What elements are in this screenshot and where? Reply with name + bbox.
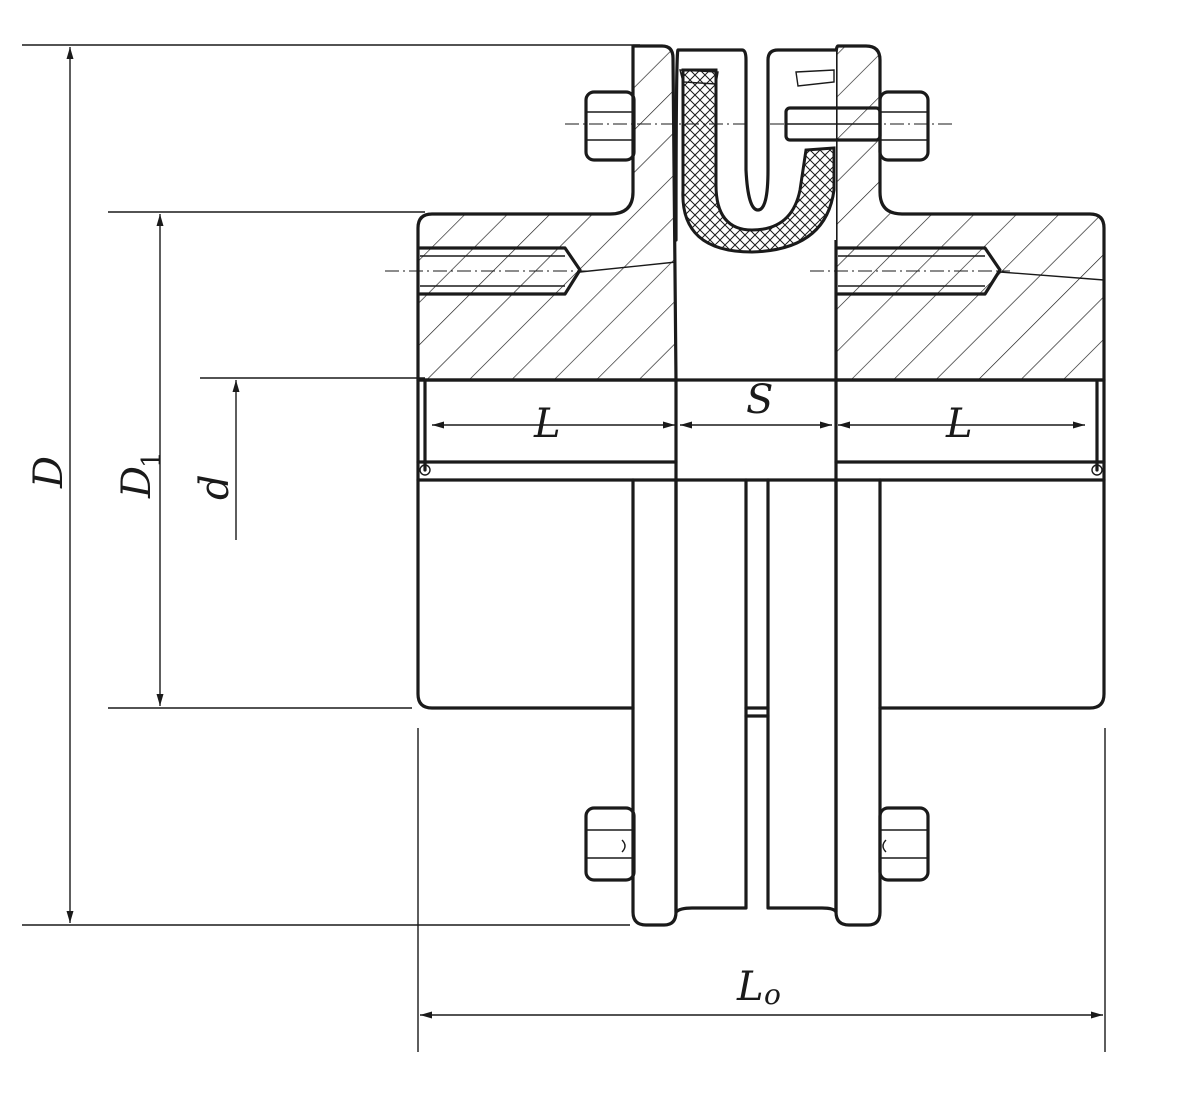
rubber-tyre-element xyxy=(681,68,836,254)
top-right-bolt xyxy=(770,90,955,162)
label-D1: D 1 xyxy=(114,451,167,499)
dimension-lines xyxy=(66,47,1103,1019)
tyre-clamp-left xyxy=(679,69,719,85)
tyre-clamp-right xyxy=(795,69,835,87)
bottom-left-bolt xyxy=(584,806,636,882)
right-hub-section xyxy=(834,44,1106,382)
bore-region xyxy=(416,378,1106,482)
svg-text:1: 1 xyxy=(137,451,167,468)
tyre-inner-line xyxy=(674,48,838,242)
bottom-right-bolt xyxy=(878,806,930,882)
lower-flanges xyxy=(631,478,882,927)
left-hub-outer xyxy=(416,478,635,710)
label-Lo: L o xyxy=(736,964,781,1011)
label-L-right: L xyxy=(945,401,973,447)
svg-text:L: L xyxy=(736,964,764,1010)
left-set-screw xyxy=(385,246,677,296)
svg-text:D: D xyxy=(114,466,160,499)
right-set-screw xyxy=(810,246,1105,296)
label-S: S xyxy=(746,377,773,423)
extension-lines xyxy=(22,44,1106,1052)
label-L-left: L xyxy=(533,401,561,447)
svg-text:o: o xyxy=(764,978,781,1011)
label-d: d xyxy=(192,474,238,500)
right-hub-outer xyxy=(878,478,1106,710)
top-left-bolt xyxy=(565,90,745,162)
label-D: D xyxy=(26,456,72,489)
left-hub-section xyxy=(416,44,678,382)
